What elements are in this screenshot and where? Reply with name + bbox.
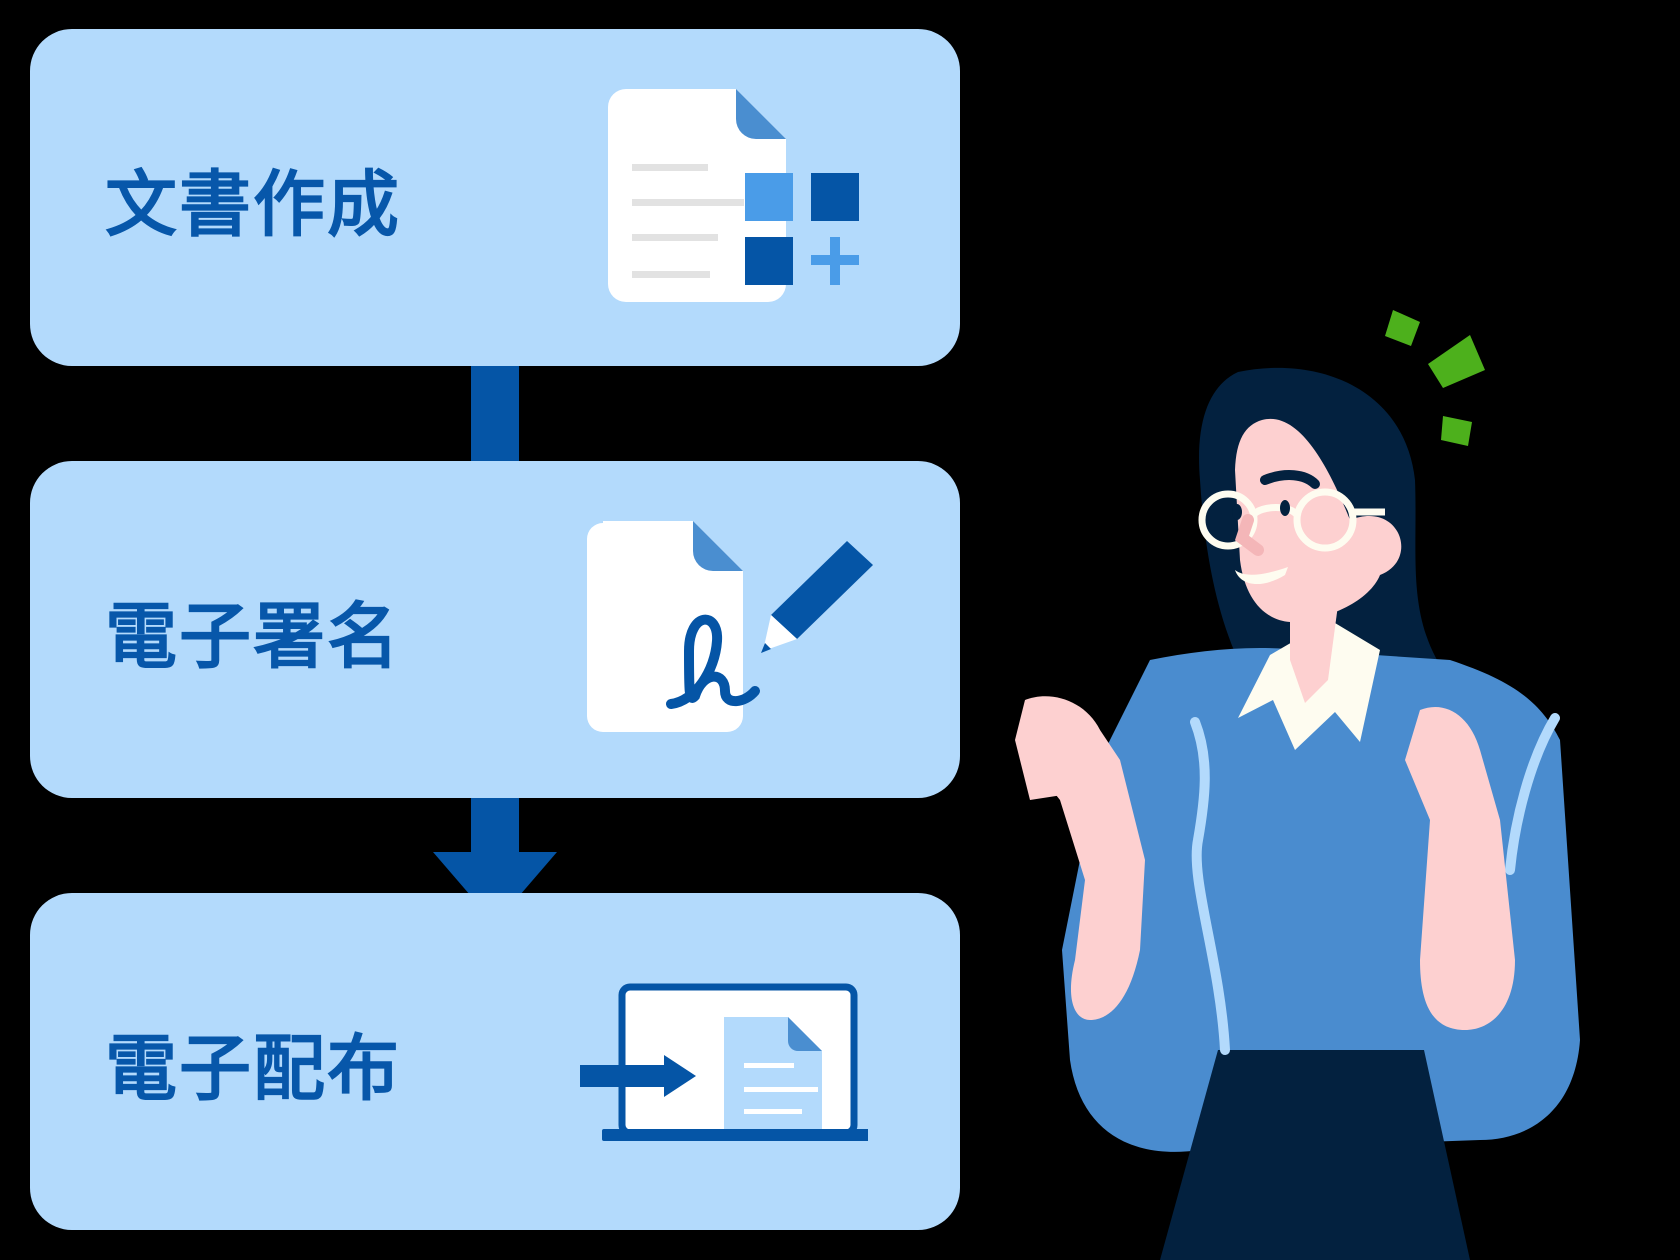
sparkle-icon (1385, 310, 1485, 446)
step-box-document-sign: 電子署名 (30, 461, 960, 798)
woman-cheering-illustration (1015, 310, 1580, 1260)
line-connector (471, 366, 519, 462)
step-label: 電子配布 (105, 1026, 402, 1110)
arrow-down-connector (433, 798, 557, 924)
step-box-document-create: 文書作成 (30, 29, 960, 366)
document-sign-icon (587, 521, 873, 732)
laptop-distribute-icon (580, 983, 868, 1141)
step-label: 文書作成 (105, 162, 402, 246)
step-label: 電子署名 (105, 594, 402, 678)
step-box-electronic-distribute: 電子配布 (30, 893, 960, 1230)
document-create-icon (608, 89, 859, 302)
